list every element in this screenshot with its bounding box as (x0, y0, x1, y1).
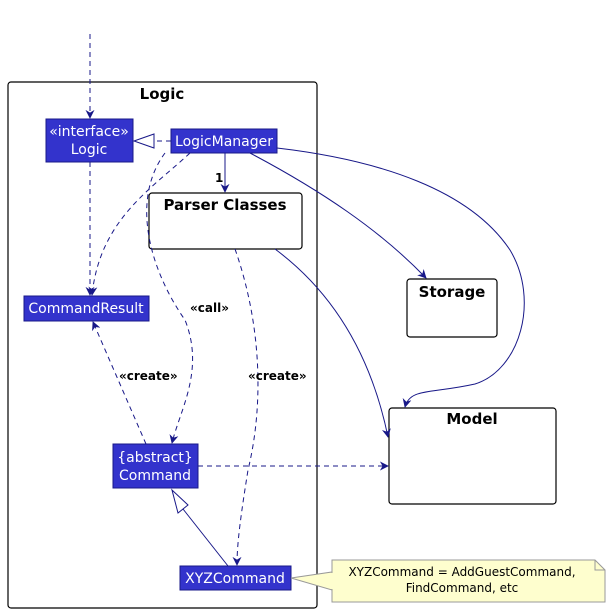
command-result-box (23, 295, 150, 322)
logic-interface-stereotype: «interface» (49, 124, 129, 140)
parser-classes-package (148, 192, 303, 250)
xyz-command-box (179, 565, 292, 591)
logic-interface-name: Logic (71, 142, 108, 158)
command-box (112, 443, 199, 489)
storage-package-title: Storage (419, 283, 486, 301)
logicmanager-to-model (276, 147, 525, 408)
logic-package-title: Logic (140, 85, 185, 103)
xyz-command-label: XYZCommand (185, 571, 285, 587)
parser-to-model (274, 248, 391, 438)
logicmanager-call-command (146, 152, 194, 444)
create-result-label: «create» (119, 369, 178, 383)
model-package (388, 407, 557, 505)
create-xyz-label: «create» (248, 369, 307, 383)
note-fold (594, 560, 605, 571)
model-package-title: Model (446, 410, 497, 428)
logicmanager-to-commandresult (88, 152, 191, 296)
parser-classes-title: Parser Classes (163, 196, 286, 214)
logic-manager-box (170, 128, 278, 154)
realization-arrowhead (132, 133, 155, 149)
command-create-result (92, 321, 147, 445)
multiplicity-label: 1 (215, 171, 223, 185)
note-line-2: FindCommand, etc (406, 581, 519, 595)
logic-interface-box (45, 118, 134, 163)
logic-manager-label: LogicManager (175, 134, 273, 150)
call-label: «call» (190, 301, 229, 315)
parser-create-xyz (232, 248, 259, 566)
inheritance-line (182, 508, 229, 567)
command-result-label: CommandResult (28, 301, 144, 317)
note-line-1: XYZCommand = AddGuestCommand, (348, 565, 575, 579)
inheritance-arrowhead (171, 488, 189, 514)
storage-package (406, 278, 498, 338)
command-name: Command (119, 468, 191, 484)
note-box (331, 559, 606, 603)
command-stereotype: {abstract} (117, 450, 193, 466)
logicmanager-to-storage (249, 152, 427, 279)
